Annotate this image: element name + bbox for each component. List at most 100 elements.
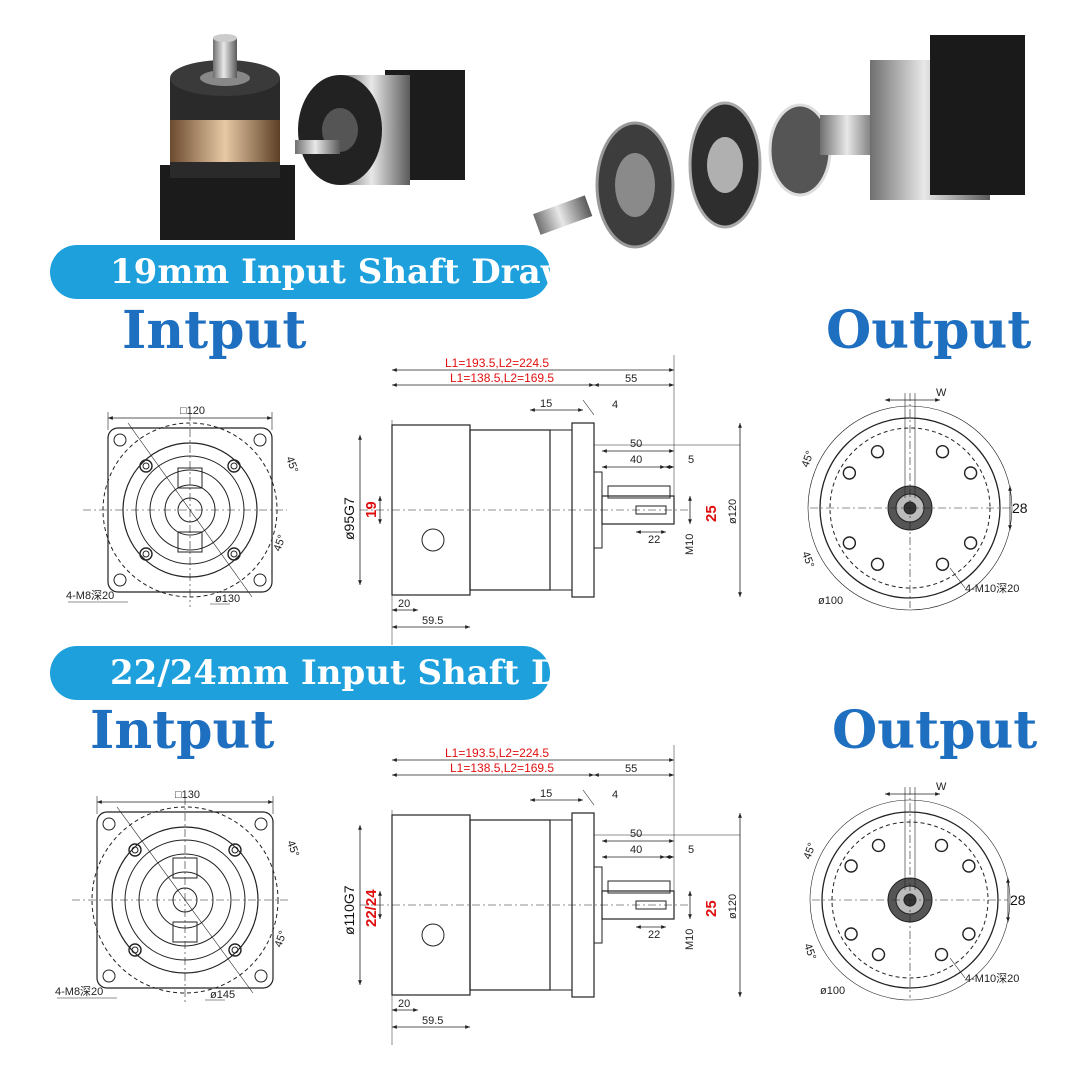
dimension-label: 28 (1010, 892, 1026, 908)
drawing-circle (842, 466, 857, 480)
dimension-label: W (936, 387, 947, 399)
dimension-label: 20 (398, 598, 410, 610)
dimension-label: 45° (801, 942, 818, 962)
dimension-label: 22 (648, 534, 660, 546)
drawing-circle (227, 459, 241, 473)
gearbox-photo-side (295, 70, 465, 185)
drawing-circle (253, 433, 267, 447)
dimension-label: L1=193.5,L2=224.5 (445, 746, 549, 760)
drawing-circle (821, 811, 999, 989)
drawing-circle (142, 462, 150, 470)
drawing-circle (963, 536, 978, 550)
drawing-circle (139, 547, 153, 561)
section-banner-22-24mm: 22/24mm Input Shaft Drawing (50, 646, 691, 700)
gearbox-exploded-view (533, 35, 1025, 249)
input-face-view: □120 45° 45° 4-M8深20 ø130 (66, 405, 300, 607)
drawing-circle (142, 550, 150, 558)
dimension-label: 20 (398, 998, 410, 1010)
input-shaft-diameter: 22/24 (363, 889, 380, 927)
drawing-circle (231, 946, 239, 954)
dimension-label: 40 (630, 844, 642, 856)
drawing-circle (842, 536, 857, 550)
dimension-label: □130 (175, 789, 200, 801)
input-heading-2: Intput (90, 700, 275, 761)
dimension-label: 40 (630, 454, 642, 466)
dimension-label: 15 (540, 788, 552, 800)
output-shaft-diameter: 25 (703, 900, 720, 917)
dimension-label: 50 (630, 438, 642, 450)
dimension-label: 45° (799, 550, 816, 570)
drawing-line (127, 422, 253, 598)
dimension-label: 55 (625, 763, 637, 775)
drawing-circle (253, 573, 267, 587)
drawing-circle (962, 927, 976, 941)
drawing-circle (228, 943, 242, 957)
drawing-circle (935, 445, 950, 459)
dimension-label: 4-M10深20 (965, 972, 1019, 985)
drawing-circle (934, 947, 949, 962)
dimension-label: 59.5 (422, 615, 443, 627)
dimension-label: 45° (284, 839, 301, 859)
drawing-circle (844, 927, 858, 941)
drawing-circle (102, 817, 116, 831)
dimension-label: ø130 (215, 593, 240, 605)
dimension-label: 4 (612, 789, 618, 801)
drawing-circle (844, 859, 858, 873)
dimension-label: ø145 (210, 989, 235, 1001)
output-heading-1: Output (826, 300, 1032, 361)
drawing-circle (128, 843, 142, 857)
drawing-line (582, 789, 595, 806)
dimension-label: 45° (283, 455, 300, 475)
shaft-key (607, 485, 671, 499)
dimension-label: 5 (688, 844, 694, 856)
dimension-label: L1=193.5,L2=224.5 (445, 356, 549, 370)
dimension-label: ø120 (727, 499, 739, 524)
drawing-circle (231, 846, 239, 854)
drawing-circle (131, 846, 139, 854)
shaft-key (607, 880, 671, 894)
drawing-circle (227, 547, 241, 561)
drawing-line (582, 399, 595, 416)
drawing-circle (962, 859, 976, 873)
dimension-label: 4 (612, 399, 618, 411)
dimension-label: 15 (540, 398, 552, 410)
drawing-circle (254, 817, 268, 831)
dimension-label: 45° (802, 841, 819, 861)
dimension-label: M10 (684, 929, 696, 950)
output-shaft-diameter: 25 (703, 505, 720, 522)
drawing-circle (113, 433, 127, 447)
gearbox-photo-front (160, 34, 295, 240)
dimension-label: L1=138.5,L2=169.5 (450, 761, 554, 775)
dimension-label: 5 (688, 454, 694, 466)
drawing-circle (870, 445, 885, 459)
drawing-circle (934, 838, 949, 853)
drawing-circle (421, 923, 445, 947)
drawing-circle (113, 573, 127, 587)
drawing-circle (230, 462, 238, 470)
drawing-circle (131, 946, 139, 954)
drawing-line (949, 567, 966, 589)
dimension-label: 22 (648, 929, 660, 941)
drawing-circle (935, 557, 950, 571)
dimension-label: ø120 (727, 894, 739, 919)
dimension-label: □120 (180, 405, 205, 417)
dimension-label: 4-M10深20 (965, 582, 1019, 595)
drawing-circle (128, 943, 142, 957)
dimension-label: ø100 (818, 595, 843, 607)
dimension-label: L1=138.5,L2=169.5 (450, 371, 554, 385)
dimension-label: 28 (1012, 500, 1028, 516)
input-shaft-diameter: 19 (363, 501, 380, 518)
drawing-circle (102, 969, 116, 983)
side-view: L1=193.5,L2=224.5L1=138.5,L2=169.5 55 15 4 5… (341, 745, 742, 1045)
drawing-circle (963, 466, 978, 480)
drawing-circle (871, 947, 886, 962)
dimension-label: W (936, 781, 947, 793)
dimension-label: 45° (272, 533, 289, 553)
drawing-circle (228, 843, 242, 857)
dimension-label: 4-M8深20 (66, 589, 114, 602)
input-heading-1: Intput (122, 300, 307, 361)
